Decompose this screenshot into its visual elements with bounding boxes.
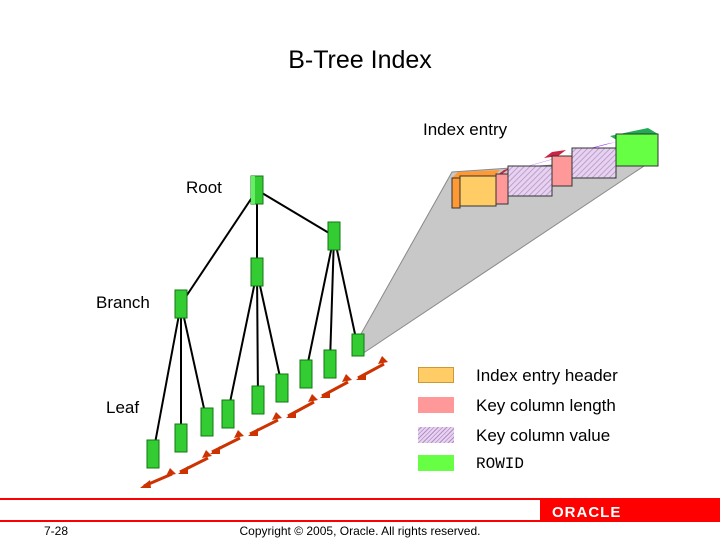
branch-node [174, 221, 341, 319]
leaf-link-heads [140, 356, 388, 488]
legend-label-header: Index entry header [476, 366, 618, 385]
legend-swatch-rowid [418, 455, 454, 471]
page-title: B-Tree Index [288, 46, 432, 74]
leaf-node [146, 333, 365, 469]
legend-swatch-header [418, 367, 454, 383]
legend-swatch-key-value [418, 427, 454, 443]
index-entry-blocks [451, 128, 659, 209]
branch-label: Branch [96, 293, 150, 312]
footer-bar-gap [0, 500, 540, 520]
oracle-logo: ORACLE [552, 504, 622, 521]
index-entry-label: Index entry [423, 120, 508, 139]
tree-edges [152, 189, 359, 455]
page-number: 7-28 [44, 524, 69, 538]
legend-label-key-value: Key column value [476, 426, 611, 445]
legend-swatch-key-length [418, 397, 454, 413]
copyright-notice: Copyright © 2005, Oracle. All rights res… [239, 524, 481, 538]
legend-label-rowid: ROWID [476, 455, 525, 473]
legend-label-key-length: Key column length [476, 396, 616, 415]
leaf-label: Leaf [106, 398, 140, 417]
tree-nodes [146, 175, 365, 469]
root-label: Root [186, 178, 222, 197]
root-node [250, 175, 264, 205]
